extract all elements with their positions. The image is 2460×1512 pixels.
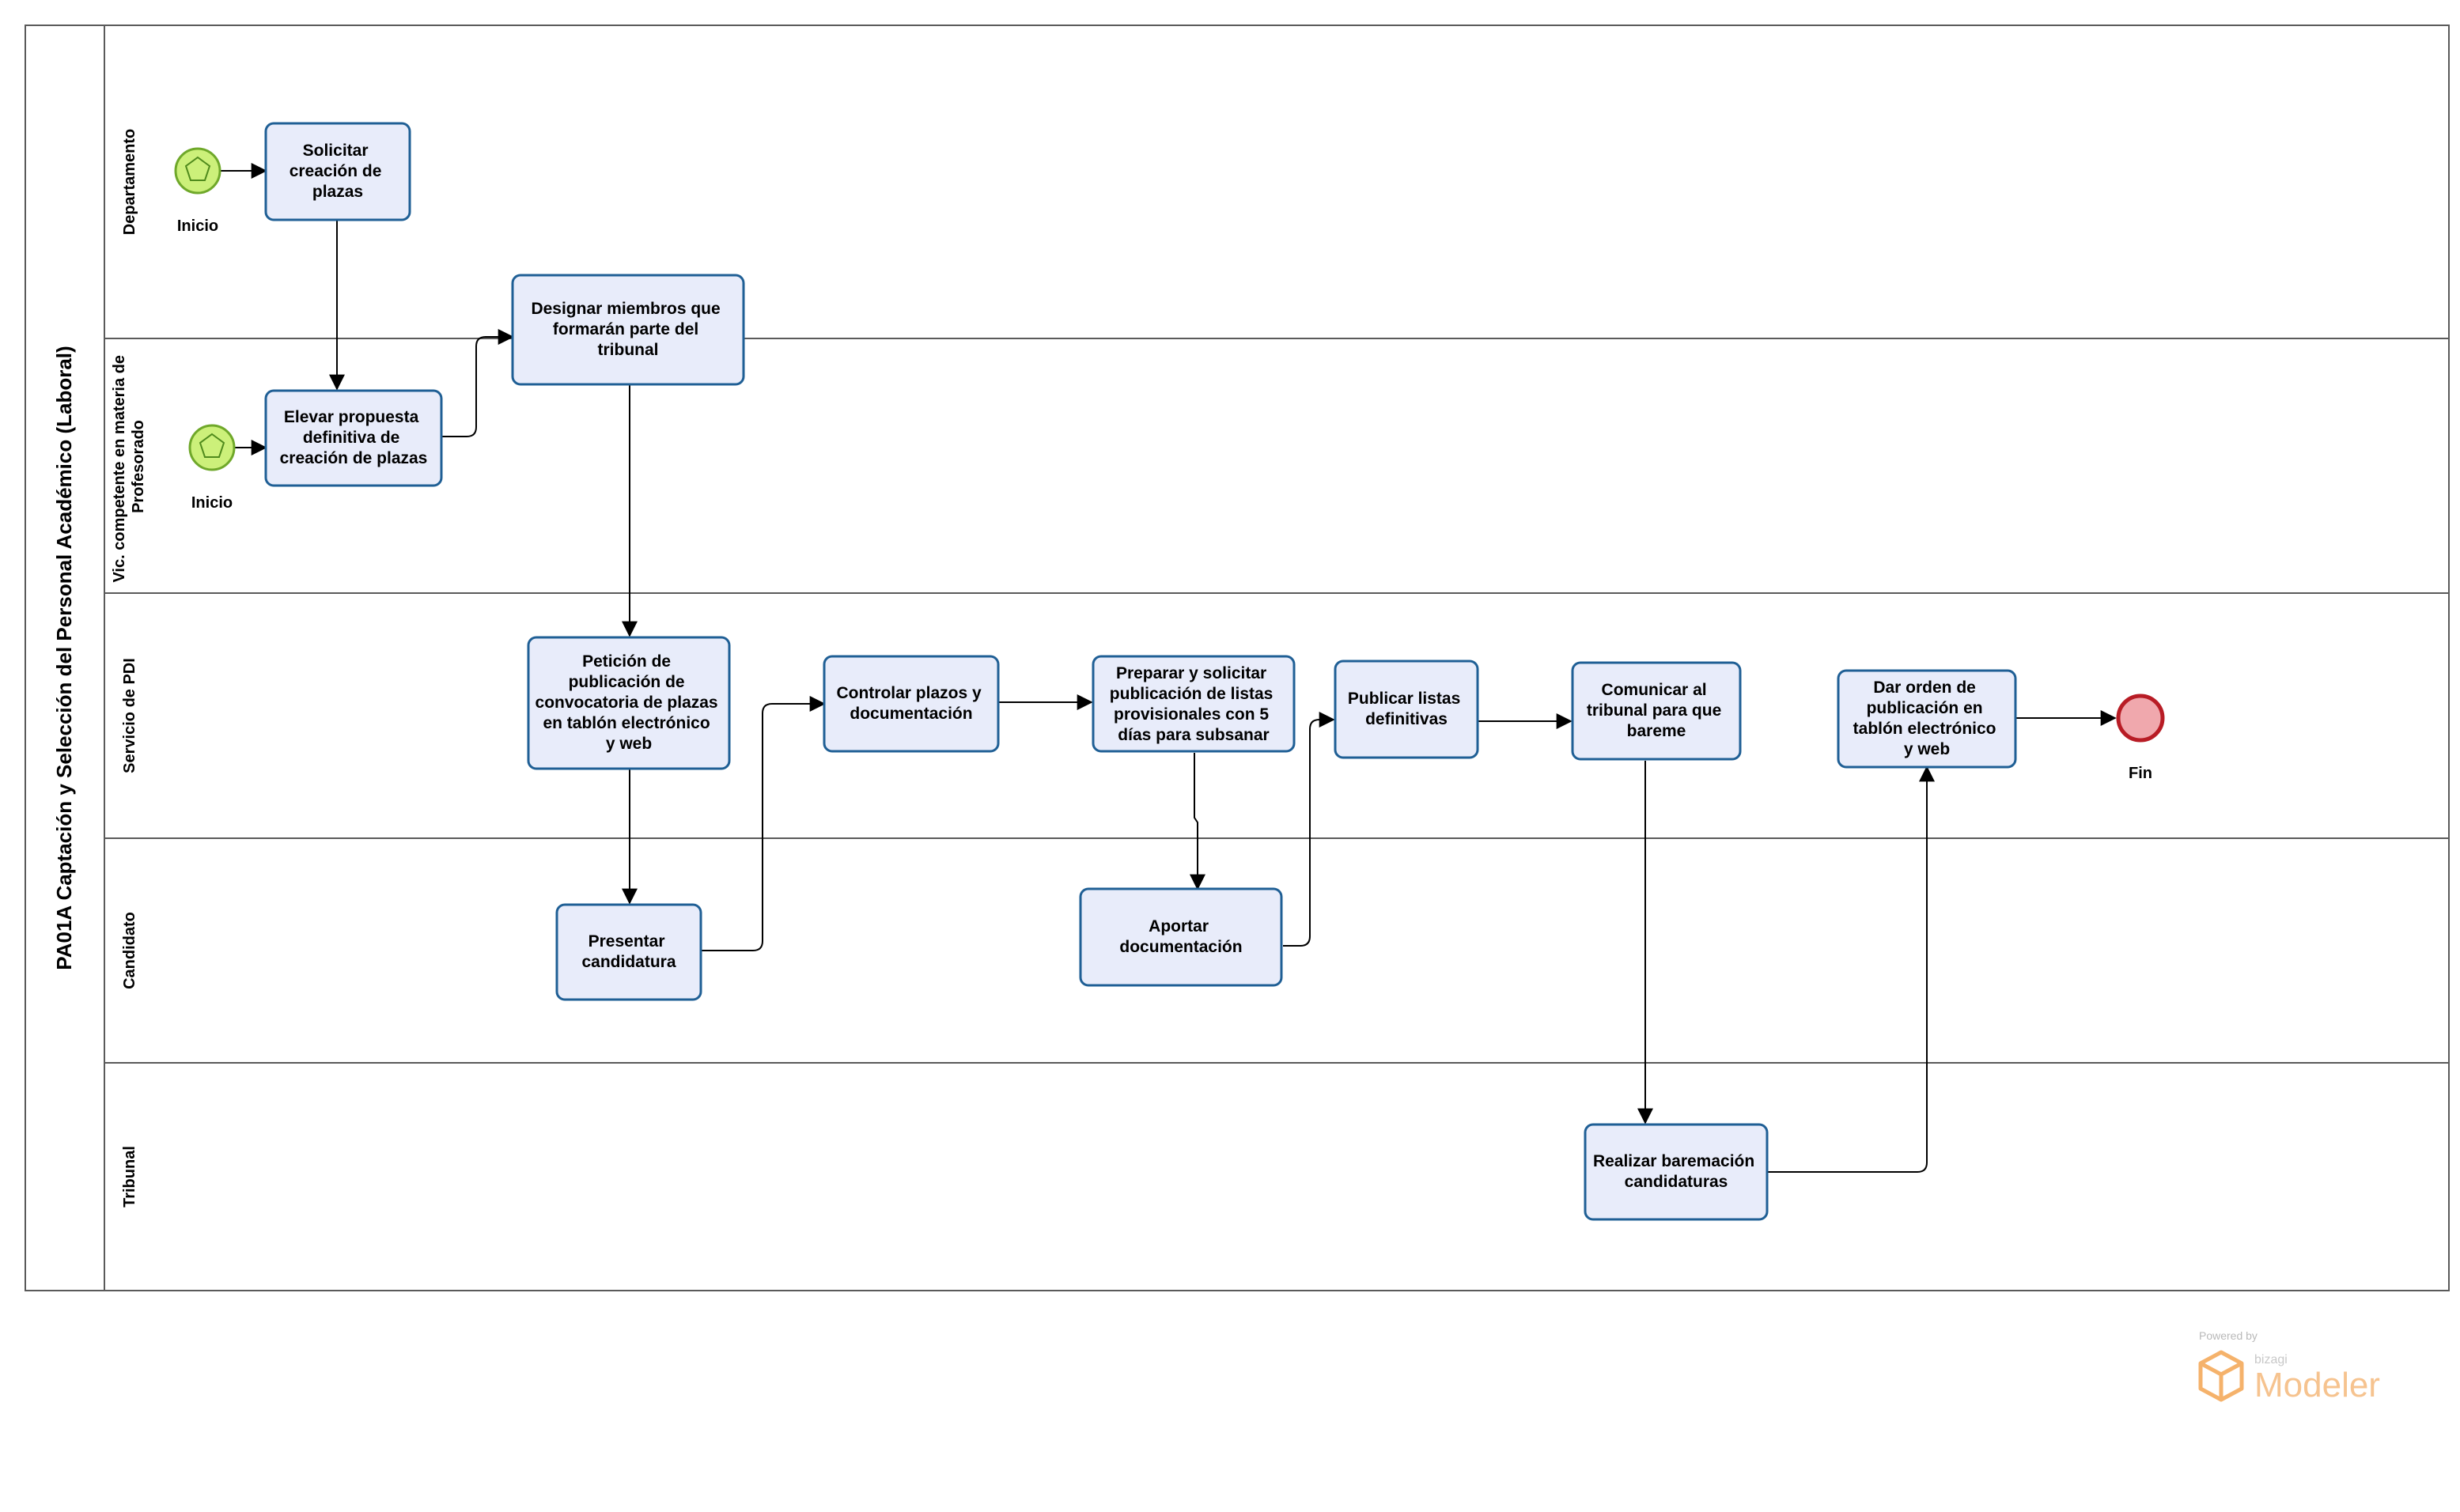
task-label-line: Aportar [1149, 917, 1209, 936]
task-label-line: provisionales con 5 [1114, 705, 1269, 724]
lane-departamento: Departamento [121, 129, 138, 235]
task-label-line: creación de [290, 162, 382, 180]
watermark-powered: Powered by [2199, 1329, 2258, 1342]
svg-text:Elevar propuesta definit: Elevar propuesta definitiva de creación … [280, 408, 428, 467]
task-label-line: días para subsanar [1118, 726, 1269, 744]
flow-t8-t9 [1283, 712, 1335, 947]
task-label-line: definitivas [1365, 710, 1448, 728]
svg-text:Candidato: Candidato [121, 912, 138, 989]
task-label-line: y web [1904, 740, 1950, 758]
watermark-product: Modeler [2254, 1366, 2380, 1404]
task-label-line: convocatoria de plazas [536, 694, 718, 712]
end-event[interactable]: Fin [2116, 694, 2165, 782]
lane-servicio: Servicio de PDI [121, 658, 138, 773]
flow-t7-t8 [1190, 753, 1205, 890]
task-label-line: publicación en [1867, 699, 1983, 717]
task-solicitar-creacion-plazas[interactable]: Solicitar creación de plazas [264, 122, 411, 221]
bizagi-logo-icon [2198, 1350, 2244, 1402]
task-label-line: formarán parte del [553, 320, 698, 338]
task-label-line: Realizar baremación [1593, 1152, 1754, 1170]
lane-label: Tribunal [121, 1146, 138, 1208]
task-dar-orden-publicacion[interactable]: Dar orden de publicación en tablón elect… [1837, 669, 2017, 769]
task-comunicar-tribunal[interactable]: Comunicar al tribunal para que bareme [1571, 661, 1742, 761]
task-label-line: Solicitar [303, 142, 369, 160]
task-peticion-publicacion[interactable]: Petición de publicación de convocatoria … [527, 636, 731, 770]
task-label-line: documentación [1119, 938, 1242, 956]
task-label-line: Controlar plazos y [836, 684, 982, 702]
task-label-line: bareme [1627, 722, 1686, 740]
lane-label: Departamento [121, 129, 138, 235]
lane-label: Servicio de PDI [121, 658, 138, 773]
svg-text:Publicar listas definiti: Publicar listas definitivas [1348, 690, 1465, 728]
task-presentar-candidatura[interactable]: Presentar candidatura [555, 903, 702, 1001]
task-aportar-documentacion[interactable]: Aportar documentación [1079, 887, 1283, 987]
task-label-line: tribunal para que [1587, 701, 1721, 720]
flow-t2-t3 [441, 329, 514, 437]
lane-label: Vic. competente en materia de [111, 355, 128, 583]
svg-text:Vic. competente en materia de: Vic. competente en materia de Profesorad… [111, 350, 147, 582]
task-label-line: en tablón electrónico [543, 714, 710, 732]
svg-text:Servicio de PDI: Servicio de PDI [121, 658, 138, 773]
task-label-line: y web [606, 735, 652, 753]
task-designar-miembros[interactable]: Designar miembros que formarán parte del… [511, 274, 745, 386]
task-realizar-baremacion[interactable]: Realizar baremación candidaturas [1584, 1123, 1769, 1221]
svg-text:Controlar plazos y docum: Controlar plazos y documentación [836, 684, 986, 723]
task-label-line: publicación de [569, 673, 685, 691]
flow-t5-t6 [701, 696, 826, 951]
task-publicar-listas-definitivas[interactable]: Publicar listas definitivas [1334, 660, 1479, 759]
lane-candidato: Candidato [121, 912, 138, 989]
svg-text:Comunicar al tribunal pa: Comunicar al tribunal para que bareme [1587, 681, 1726, 740]
task-label-line: plazas [312, 183, 363, 201]
pool-title: PA01A Captación y Selección del Personal… [52, 346, 76, 970]
bizagi-watermark: Powered by bizagi Modeler [2198, 1329, 2380, 1404]
task-label-line: candidaturas [1625, 1173, 1728, 1191]
task-label-line: Comunicar al [1602, 681, 1707, 699]
svg-text:Solicitar creación de: Solicitar creación de plazas [290, 142, 387, 201]
lane-label: Candidato [121, 912, 138, 989]
pentagon-icon [184, 156, 211, 181]
task-controlar-plazos[interactable]: Controlar plazos y documentación [823, 655, 1000, 753]
task-label-line: Presentar [589, 932, 665, 951]
start-event-1[interactable]: Inicio [174, 147, 221, 235]
svg-text:Petición de publicación: Petición de publicación de convocatoria … [536, 652, 723, 753]
task-label-line: Preparar y solicitar [1116, 664, 1266, 682]
watermark-brand: bizagi [2254, 1353, 2288, 1366]
task-preparar-listas-provisionales[interactable]: Preparar y solicitar publicación de list… [1092, 655, 1296, 753]
event-label: Inicio [177, 217, 218, 235]
flow-t11-t12 [1767, 765, 1935, 1173]
task-label-line: publicación de listas [1110, 685, 1274, 703]
task-label-line: definitiva de [303, 429, 400, 447]
lane-label: Profesorado [130, 420, 147, 513]
svg-text:Departamento: Departamento [121, 129, 138, 235]
task-label-line: Dar orden de [1873, 679, 1976, 697]
svg-text:Tribunal: Tribunal [121, 1146, 138, 1208]
task-label-line: tablón electrónico [1853, 720, 1996, 738]
task-label-line: documentación [850, 705, 972, 723]
svg-text:Designar miembros que fo: Designar miembros que formarán parte del… [531, 300, 725, 359]
svg-text:Presentar candidatura: Presentar candidatura [581, 932, 676, 971]
event-label: Inicio [191, 494, 233, 512]
lanes: Departamento Vic. competente en materia … [104, 129, 2449, 1208]
svg-text:Preparar y solicitar pub: Preparar y solicitar publicación de list… [1110, 664, 1277, 744]
pentagon-icon [199, 433, 225, 458]
lane-vic: Vic. competente en materia de Profesorad… [111, 350, 147, 583]
svg-text:Aportar documentación: Aportar documentación [1119, 917, 1242, 956]
sequence-flows [220, 163, 2117, 1173]
task-label-line: creación de plazas [280, 449, 428, 467]
task-label-line: tribunal [598, 341, 659, 359]
task-label-line: candidatura [581, 953, 676, 971]
lane-tribunal: Tribunal [121, 1146, 138, 1208]
task-label-line: Petición de [582, 652, 671, 671]
task-label-line: Elevar propuesta [284, 408, 419, 426]
svg-text:Realizar baremación cand: Realizar baremación candidaturas [1593, 1152, 1759, 1191]
event-label: Fin [2129, 765, 2152, 782]
task-label-line: Designar miembros que [531, 300, 720, 318]
start-event-2[interactable]: Inicio [188, 424, 236, 512]
svg-text:Dar orden de publicación: Dar orden de publicación en tablón elect… [1853, 679, 2001, 758]
task-label-line: Publicar listas [1348, 690, 1460, 708]
task-elevar-propuesta[interactable]: Elevar propuesta definitiva de creación … [264, 389, 443, 487]
